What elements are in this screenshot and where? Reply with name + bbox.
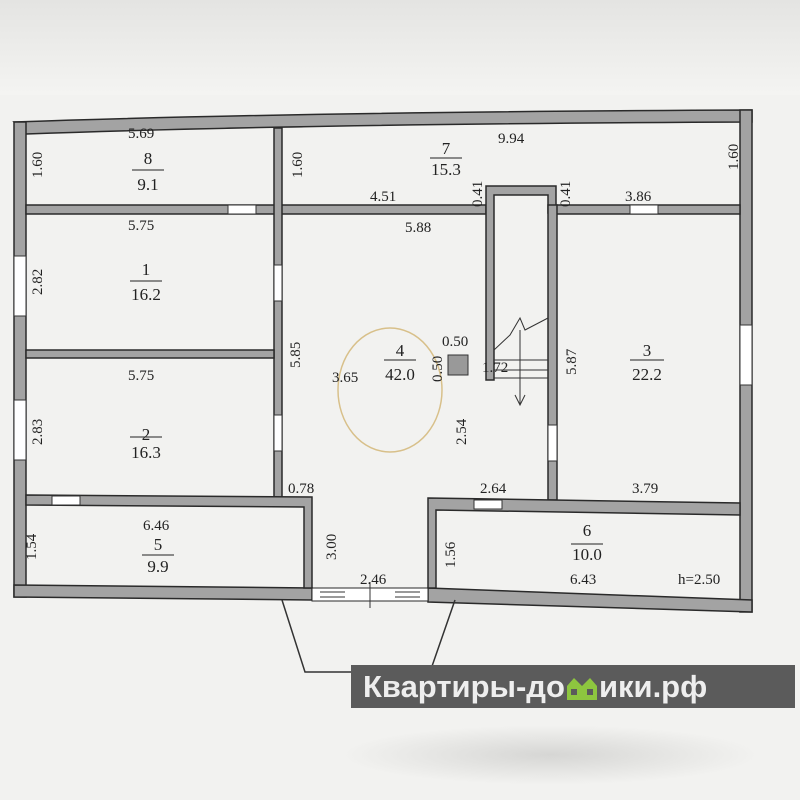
blurred-header bbox=[0, 0, 800, 95]
room-4-area: 42.0 bbox=[385, 365, 415, 384]
outer-wall-top bbox=[12, 109, 753, 135]
dim: 1.72 bbox=[482, 360, 508, 376]
wall-room6 bbox=[427, 497, 741, 589]
room-7-area: 15.3 bbox=[431, 160, 461, 179]
dim: 9.94 bbox=[498, 131, 525, 147]
room-3-area: 22.2 bbox=[632, 365, 662, 384]
staircase bbox=[493, 316, 549, 407]
dim: 0.78 bbox=[288, 481, 314, 497]
dim: 1.56 bbox=[443, 541, 459, 568]
house-icon bbox=[566, 678, 597, 700]
dim: 3.00 bbox=[324, 534, 340, 560]
room-5-area: 9.9 bbox=[147, 557, 168, 576]
dim: 5.85 bbox=[288, 342, 304, 368]
wall-h-mid-left bbox=[25, 349, 275, 359]
porch bbox=[281, 599, 456, 673]
watermark-banner: Квартиры-до ики.рф bbox=[351, 665, 795, 708]
room-1-number: 1 bbox=[142, 260, 151, 279]
window-room2 bbox=[13, 399, 27, 461]
wall-room5 bbox=[25, 494, 313, 589]
dim: 3.86 bbox=[625, 189, 652, 205]
dim: 2.54 bbox=[454, 418, 470, 445]
outer-wall-bottom-left bbox=[13, 584, 313, 601]
door-room1[interactable] bbox=[273, 264, 283, 302]
room-2-number: 2 bbox=[142, 425, 151, 444]
dim: 1.54 bbox=[24, 533, 40, 560]
column bbox=[447, 354, 469, 376]
room-7-number: 7 bbox=[442, 139, 451, 158]
watermark-text-suffix: ики.рф bbox=[598, 669, 708, 704]
dim: 6.46 bbox=[143, 518, 170, 534]
room-5-number: 5 bbox=[154, 535, 163, 554]
outer-wall-left bbox=[13, 121, 27, 598]
stair-enclosure-top bbox=[485, 185, 557, 381]
dim: 0.41 bbox=[470, 181, 486, 207]
dim: 2.46 bbox=[360, 572, 387, 588]
door-room7[interactable] bbox=[629, 204, 659, 215]
dim: 2.82 bbox=[30, 269, 46, 295]
dim: 1.60 bbox=[726, 144, 742, 170]
window-room1 bbox=[13, 255, 27, 317]
dim: 0.50 bbox=[430, 356, 446, 382]
room-6-area: 10.0 bbox=[572, 545, 602, 564]
room-8-number: 8 bbox=[144, 149, 153, 168]
room-4-number: 4 bbox=[396, 341, 405, 360]
dim: 3.79 bbox=[632, 481, 658, 497]
dim: 5.75 bbox=[128, 218, 154, 234]
dim: 1.60 bbox=[290, 152, 306, 178]
room-8-area: 9.1 bbox=[137, 175, 158, 194]
blurred-footer bbox=[340, 725, 760, 785]
dim: 0.50 bbox=[442, 334, 468, 350]
ceiling-height: h=2.50 bbox=[678, 572, 720, 588]
dim: 5.69 bbox=[128, 126, 154, 142]
door-room5[interactable] bbox=[51, 495, 81, 506]
room-6-number: 6 bbox=[583, 521, 592, 540]
door-room2[interactable] bbox=[273, 414, 283, 452]
room-3-number: 3 bbox=[643, 341, 652, 360]
room-2-area: 16.3 bbox=[131, 443, 161, 462]
dim: 4.51 bbox=[370, 189, 396, 205]
dim: 6.43 bbox=[570, 572, 596, 588]
door-room3[interactable] bbox=[547, 424, 558, 462]
room-labels: 8 9.1 7 15.3 1 16.2 2 16.3 4 42.0 3 22.2… bbox=[130, 139, 664, 576]
dim: 5.87 bbox=[564, 348, 580, 375]
dim: 5.75 bbox=[128, 368, 154, 384]
dimension-labels: 5.69 1.60 1.60 9.94 1.60 0.41 0.41 4.51 … bbox=[24, 126, 742, 588]
dim: 2.64 bbox=[480, 481, 507, 497]
watermark-text-prefix: Квартиры-до bbox=[363, 669, 565, 704]
door-room6[interactable] bbox=[473, 499, 503, 510]
room-1-area: 16.2 bbox=[131, 285, 161, 304]
dim: 2.83 bbox=[30, 419, 46, 445]
dim: 1.60 bbox=[30, 152, 46, 178]
dim: 3.65 bbox=[332, 370, 358, 386]
seal-watermark bbox=[337, 327, 443, 453]
dim: 5.88 bbox=[405, 220, 431, 236]
outer-wall-bottom-right bbox=[427, 587, 753, 613]
dim: 0.41 bbox=[558, 181, 574, 207]
window-room3 bbox=[739, 324, 753, 386]
door-room8[interactable] bbox=[227, 204, 257, 215]
